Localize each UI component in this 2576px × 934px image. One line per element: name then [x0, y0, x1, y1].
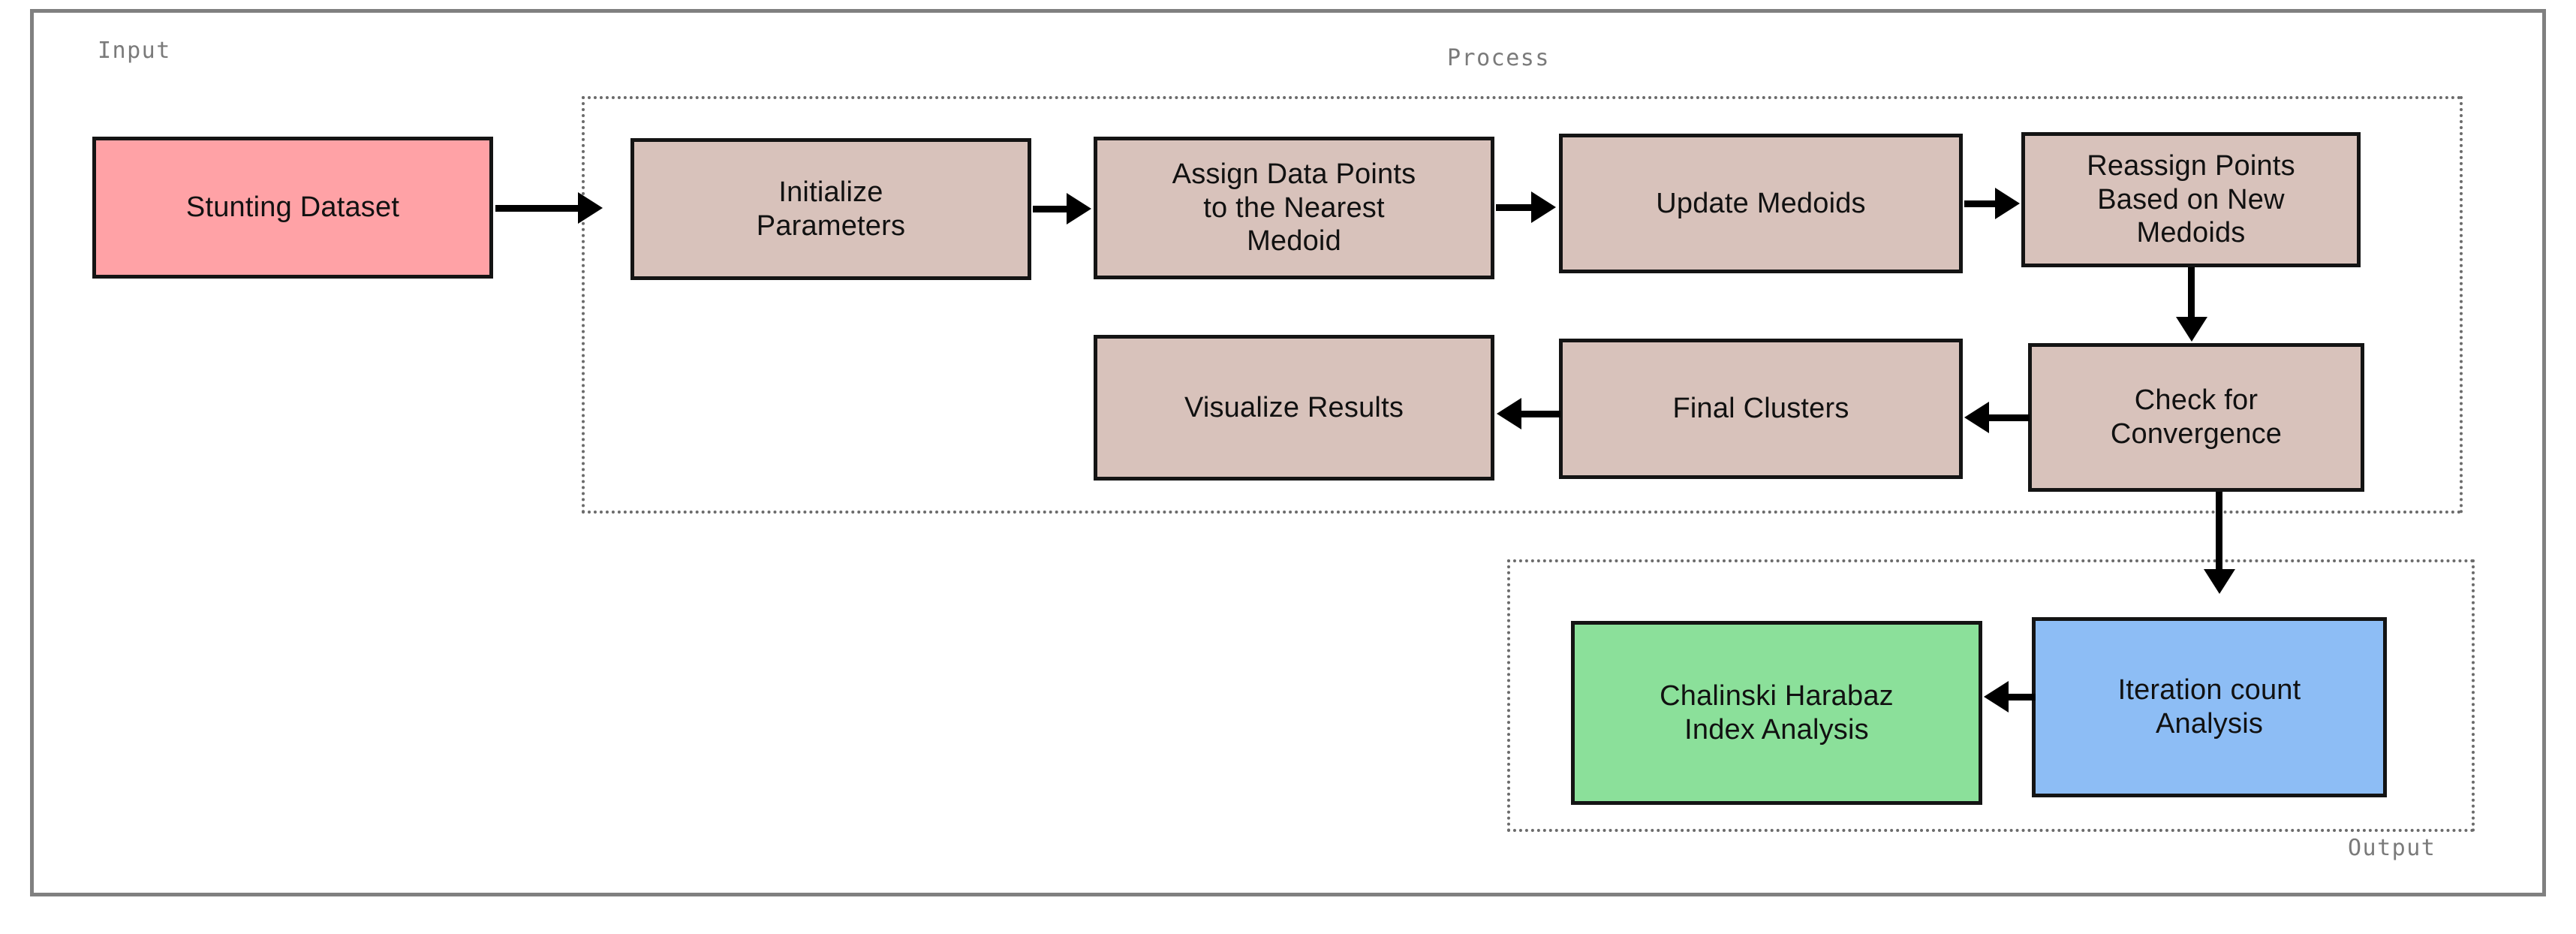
- node-assign-data-points[interactable]: Assign Data Points to the Nearest Medoid: [1094, 137, 1494, 279]
- edge-check-to-iteration-arrowhead: [2204, 569, 2235, 594]
- node-stunting-dataset[interactable]: Stunting Dataset: [92, 137, 493, 279]
- node-check-for-convergence[interactable]: Check for Convergence: [2028, 343, 2364, 492]
- edge-update-to-reassign-line: [1964, 200, 1998, 207]
- node-chalinski-harabaz-index-analysis[interactable]: Chalinski Harabaz Index Analysis: [1571, 621, 1982, 805]
- edge-assign-to-update-line: [1496, 204, 1532, 211]
- edge-reassign-to-check-line: [2188, 267, 2195, 320]
- edge-assign-to-update-arrowhead: [1531, 191, 1556, 223]
- edge-check-to-final-arrowhead: [1964, 402, 1989, 433]
- cluster-label-output: Output: [2348, 835, 2436, 861]
- node-update-medoids[interactable]: Update Medoids: [1559, 134, 1963, 273]
- edge-initialize-to-assign-arrowhead: [1067, 193, 1091, 224]
- node-iteration-count-analysis[interactable]: Iteration count Analysis: [2032, 617, 2387, 797]
- edge-iteration-to-chalinski-line: [2009, 694, 2036, 700]
- edge-final-to-visualize-line: [1521, 411, 1560, 417]
- diagram-outer-frame: [30, 9, 2546, 896]
- edge-final-to-visualize-arrowhead: [1497, 398, 1521, 429]
- cluster-output-boundary: [1507, 559, 2475, 832]
- node-visualize-results[interactable]: Visualize Results: [1094, 335, 1494, 481]
- node-reassign-points[interactable]: Reassign Points Based on New Medoids: [2021, 132, 2361, 267]
- edge-check-to-iteration-line: [2216, 492, 2222, 573]
- edge-update-to-reassign-arrowhead: [1995, 188, 2020, 219]
- node-final-clusters[interactable]: Final Clusters: [1559, 339, 1963, 479]
- node-initialize-parameters[interactable]: Initialize Parameters: [630, 138, 1031, 280]
- edge-dataset-to-initialize-arrowhead: [578, 192, 603, 224]
- cluster-label-input: Input: [98, 38, 171, 64]
- edge-check-to-final-line: [1989, 414, 2030, 421]
- cluster-label-process: Process: [1447, 45, 1550, 71]
- edge-reassign-to-check-arrowhead: [2176, 317, 2207, 342]
- edge-dataset-to-initialize-line: [495, 205, 580, 212]
- edge-initialize-to-assign-line: [1033, 206, 1069, 212]
- edge-iteration-to-chalinski-arrowhead: [1984, 681, 2009, 713]
- cluster-process-boundary: [582, 96, 2463, 514]
